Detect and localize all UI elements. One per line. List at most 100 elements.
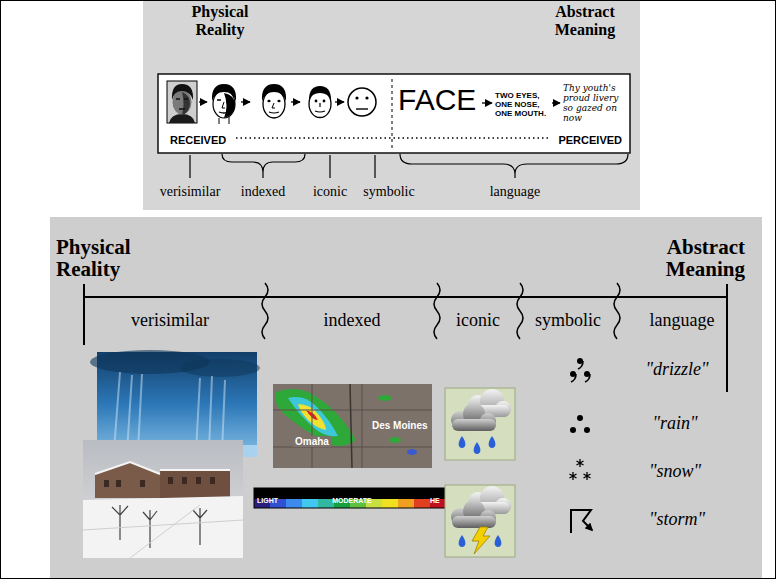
scale-end-heading: Physical Reality	[174, 3, 266, 38]
face-description: TWO EYES, ONE NOSE, ONE MOUTH.	[495, 91, 549, 119]
text-holder: RECEIVED	[170, 130, 250, 148]
intensity-label: HE	[430, 497, 440, 504]
smiley-face	[355, 96, 358, 99]
text-holder: "storm"	[632, 509, 722, 530]
drawn-face	[222, 102, 225, 108]
cartoon-face	[315, 103, 325, 112]
snow-photo	[140, 480, 145, 487]
text-holder: language	[637, 310, 727, 331]
intensity-bar	[414, 499, 430, 508]
smiley-face	[348, 88, 376, 116]
text-holder: Physical Reality	[56, 236, 168, 280]
snow-photo	[168, 477, 173, 484]
strip-ground	[158, 74, 630, 153]
intensity-bar	[286, 499, 302, 508]
text-holder: LIGHT	[257, 489, 297, 507]
face-arrows	[241, 101, 250, 102]
text-holder: HE	[430, 489, 446, 507]
text-holder: iconic	[448, 310, 508, 331]
storm-icon	[459, 535, 502, 547]
face-arrows	[552, 102, 560, 103]
storm-icon	[451, 500, 496, 528]
snow-symbol	[570, 472, 577, 480]
squiggle-divider	[614, 283, 620, 339]
snow-photo	[83, 440, 243, 558]
scale-panel: Physical Reality Abstract Meaning verisimi…	[50, 217, 762, 579]
bracket	[222, 154, 305, 178]
scale-label: iconic	[313, 184, 347, 200]
drawn-face	[277, 100, 280, 102]
face-strip: FACETWO EYES, ONE NOSE, ONE MOUTH. Thy yo…	[158, 74, 630, 153]
radar-map	[273, 384, 432, 468]
photo-face	[176, 99, 188, 109]
photo-face	[169, 114, 195, 123]
photo-face	[167, 81, 197, 123]
scale-label: indexed	[241, 184, 285, 200]
rain-icon	[474, 442, 481, 454]
radar-map	[273, 384, 432, 468]
rain-symbol	[577, 415, 583, 421]
smiley-face	[365, 96, 368, 99]
snow-photo	[83, 496, 243, 558]
bracket	[189, 155, 190, 178]
drawn-face	[219, 112, 229, 113]
rain-icon	[445, 388, 515, 460]
intensity-label: MODERATE	[332, 497, 372, 504]
scale-axis	[84, 296, 727, 298]
photo-face	[182, 92, 190, 115]
scale-axis	[726, 284, 728, 392]
text-holder: Thy youth's proud livery so gazed on now	[563, 84, 625, 125]
intensity-bar	[318, 499, 334, 508]
drawn-face	[267, 100, 270, 102]
text-holder: FACE	[398, 85, 498, 115]
drawn-face	[272, 103, 275, 108]
snow-photo	[95, 462, 160, 498]
scale-label: iconic	[456, 310, 500, 331]
snow-photo	[95, 462, 230, 474]
text-holder: Des Moines	[370, 415, 432, 433]
snow-photo	[160, 470, 230, 498]
scale-end-heading: Abstract Meaning	[539, 3, 631, 38]
snow-symbol	[577, 459, 584, 467]
rain-icon	[459, 436, 466, 448]
city-label: Des Moines	[370, 420, 430, 431]
rain-icon	[489, 436, 496, 448]
drawn-face	[262, 84, 286, 101]
squiggle-divider	[262, 283, 620, 339]
radar-map	[288, 397, 338, 436]
snow-photo	[104, 477, 215, 487]
rain-icon	[452, 419, 496, 431]
face-arrows	[335, 101, 344, 102]
storm-icon	[495, 535, 502, 547]
intensity-label: LIGHT	[257, 497, 278, 504]
radar-map	[378, 395, 392, 401]
snow-photo	[182, 477, 187, 484]
snow-photo	[116, 480, 121, 487]
squiggle-divider	[434, 283, 440, 339]
photo-face	[172, 84, 193, 100]
rain-symbol	[584, 427, 590, 433]
storm-icon	[452, 516, 496, 528]
smiley-face	[356, 108, 368, 109]
divider-line	[392, 79, 393, 149]
text-holder: "rain"	[630, 413, 720, 434]
drawn-face	[217, 99, 231, 101]
cartoon-face	[323, 100, 326, 103]
scale-end-heading: Physical Reality	[56, 236, 168, 280]
radar-map	[389, 437, 401, 443]
drizzle-symbol	[570, 358, 590, 382]
storm-icon	[472, 527, 490, 554]
face-arrows	[482, 102, 492, 103]
bracket	[329, 155, 330, 178]
storm-symbol	[571, 510, 592, 533]
text-holder: verisimilar	[115, 310, 225, 331]
scale-axis	[83, 284, 85, 345]
radar-map	[275, 389, 356, 446]
text-holder: Abstract Meaning	[633, 236, 745, 280]
scale-label: verisimilar	[160, 184, 221, 200]
text-holder: language	[470, 182, 560, 200]
rain-photo	[180, 359, 260, 377]
